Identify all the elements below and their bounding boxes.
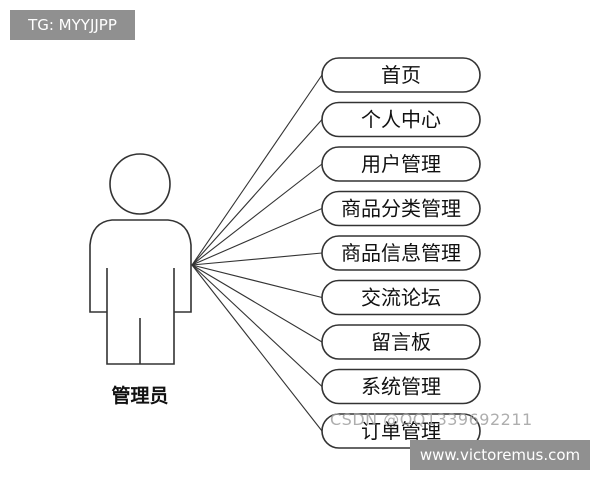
connector-line — [191, 264, 323, 343]
use-case-node — [321, 279, 481, 316]
use-case-node — [321, 413, 481, 449]
connector-line — [191, 264, 323, 432]
use-case-node — [321, 101, 481, 138]
connector-line — [191, 264, 323, 299]
connector-line — [191, 163, 323, 266]
use-case-node — [321, 368, 481, 405]
use-case-label: 首页 — [381, 63, 421, 87]
use-case-label: 商品信息管理 — [341, 241, 461, 265]
use-case-node — [321, 190, 481, 227]
use-case-node — [321, 146, 481, 182]
actor-label: 管理员 — [111, 384, 168, 407]
tg-tag: TG: MYYJJPP — [10, 10, 135, 40]
connector-line — [191, 119, 323, 266]
use-case-label: 订单管理 — [361, 419, 441, 443]
actor-body — [89, 219, 192, 365]
actor-head — [109, 153, 171, 215]
use-case-label: 商品分类管理 — [341, 197, 461, 221]
site-watermark: www.victoremus.com — [410, 440, 590, 470]
connector-line — [191, 252, 323, 266]
connector-line — [191, 264, 323, 387]
csdn-watermark: CSDN @QQ1339692211 — [330, 410, 533, 429]
connector-line — [191, 207, 323, 266]
use-case-node — [321, 57, 481, 93]
use-case-label: 交流论坛 — [361, 286, 441, 310]
use-case-label: 留言板 — [371, 330, 431, 354]
connector-lines — [191, 74, 323, 432]
use-case-label: 系统管理 — [361, 375, 441, 399]
actor-figure — [89, 153, 192, 365]
use-case-label: 个人中心 — [361, 108, 441, 132]
use-case-node — [321, 324, 481, 360]
connector-line — [191, 74, 323, 266]
use-case-node — [321, 235, 481, 271]
use-case-label: 用户管理 — [361, 152, 441, 176]
